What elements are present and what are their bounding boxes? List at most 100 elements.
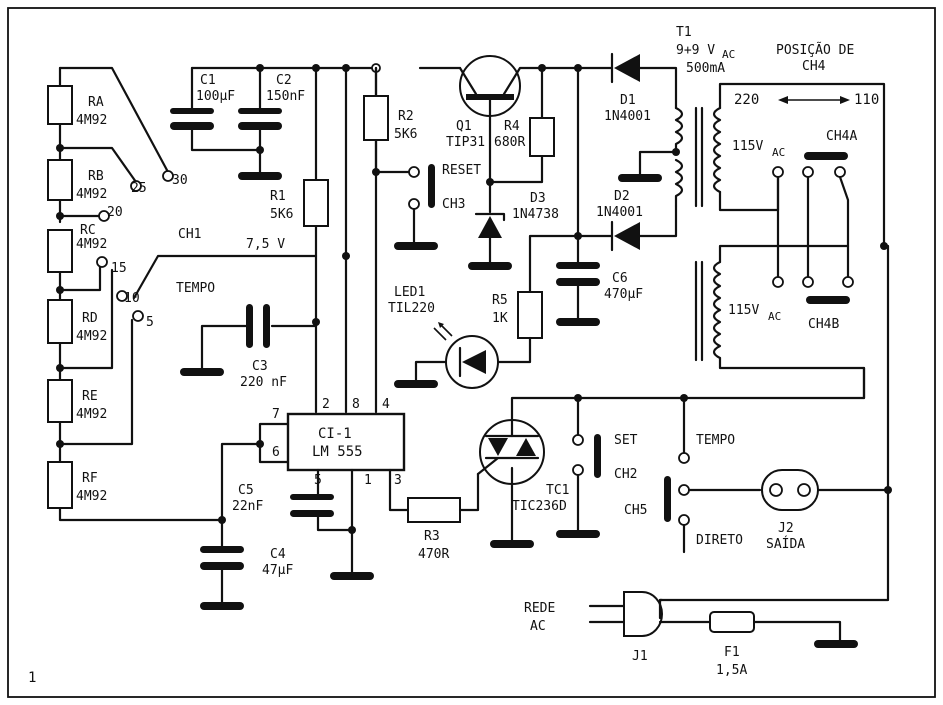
resistor-rb bbox=[47, 159, 73, 201]
resistor-rc bbox=[47, 229, 73, 273]
ch1-name: TEMPO bbox=[176, 281, 215, 296]
ground-ic bbox=[330, 572, 374, 580]
ground-c1 bbox=[238, 172, 282, 180]
diode-d1 bbox=[614, 54, 640, 82]
ch4-title-2: CH4 bbox=[802, 59, 826, 74]
ch3-ref: CH3 bbox=[442, 197, 465, 212]
ground-c4 bbox=[200, 602, 244, 610]
ic-ref: CI-1 bbox=[318, 426, 352, 442]
c2-value: 150nF bbox=[266, 89, 305, 104]
resistor-r2 bbox=[363, 95, 389, 141]
rail-voltage: 7,5 V bbox=[246, 237, 285, 252]
resistor-r1 bbox=[303, 179, 329, 227]
resistor-re bbox=[47, 379, 73, 423]
f1-ref: F1 bbox=[724, 645, 740, 660]
c3-ref: C3 bbox=[252, 359, 268, 374]
c5-ref: C5 bbox=[238, 483, 254, 498]
rb-ref: RB bbox=[88, 169, 104, 184]
r2-ref: R2 bbox=[398, 109, 414, 124]
c1-value: 100µF bbox=[196, 89, 235, 104]
transformer-t1: T1 9+9 V AC 500mA POSIÇÃO DE CH4 220 110… bbox=[618, 25, 888, 400]
c5-value: 22nF bbox=[232, 499, 263, 514]
primary-2-sub: AC bbox=[768, 310, 781, 323]
ch1-pos-15: 15 bbox=[111, 261, 127, 276]
pin-7: 7 bbox=[272, 407, 280, 422]
ch4a-bar bbox=[804, 152, 848, 160]
r3-ref: R3 bbox=[424, 529, 440, 544]
resistor-r4 bbox=[529, 117, 555, 157]
rc-value: 4M92 bbox=[76, 237, 107, 252]
switch-ch1: 30 25 20 15 10 5 CH1 TEMPO 7,5 V bbox=[96, 170, 318, 330]
pin-8: 8 bbox=[352, 397, 360, 412]
j2-ref: J2 bbox=[778, 521, 794, 536]
ground-led bbox=[394, 380, 438, 388]
pin-6: 6 bbox=[272, 445, 280, 460]
primary-2-label: 115V bbox=[728, 303, 759, 318]
ch4b-label: CH4B bbox=[808, 317, 839, 332]
ch3-name: RESET bbox=[442, 163, 481, 178]
ch4a-label: CH4A bbox=[826, 129, 857, 144]
led-indicator: R5 1K LED1 TIL220 bbox=[388, 285, 543, 389]
ch1-pos-20: 20 bbox=[107, 205, 123, 220]
resistor-r5 bbox=[517, 291, 543, 339]
ic-value: LM 555 bbox=[312, 444, 363, 460]
c4-ref: C4 bbox=[270, 547, 286, 562]
ch1-ref: CH1 bbox=[178, 227, 201, 242]
regulator: Q1 TIP31 R4 680R D3 1N4738 bbox=[418, 55, 559, 270]
c6-ref: C6 bbox=[612, 271, 628, 286]
ch2-name: SET bbox=[614, 433, 638, 448]
ch1-pos-30: 30 bbox=[172, 173, 188, 188]
ic-body bbox=[286, 412, 406, 472]
ground-ct bbox=[618, 174, 662, 182]
tc1-value: TIC236D bbox=[512, 499, 567, 514]
pin-2: 2 bbox=[322, 397, 330, 412]
d3-value: 1N4738 bbox=[512, 207, 559, 222]
ic-lm555: CI-1 LM 555 2 8 4 7 6 5 1 3 C5 22nF C4 4… bbox=[200, 66, 480, 610]
r5-ref: R5 bbox=[492, 293, 508, 308]
ch1-pos-5: 5 bbox=[146, 315, 154, 330]
mains-input: REDE AC J1 F1 1,5A bbox=[524, 591, 858, 678]
ch5-ref: CH5 bbox=[624, 503, 647, 518]
t1-ref: T1 bbox=[676, 25, 692, 40]
d3-ref: D3 bbox=[530, 191, 546, 206]
ch1-pos-10: 10 bbox=[124, 291, 140, 306]
ch2-ref: CH2 bbox=[614, 467, 637, 482]
r5-value: 1K bbox=[492, 311, 508, 326]
rd-ref: RD bbox=[82, 311, 98, 326]
rd-value: 4M92 bbox=[76, 329, 107, 344]
ground-ch3 bbox=[394, 242, 438, 250]
mains-label-1: REDE bbox=[524, 601, 555, 616]
t1-current: 500mA bbox=[686, 61, 725, 76]
led1-value: TIL220 bbox=[388, 301, 435, 316]
r1-and-c3: R1 5K6 C3 220 nF bbox=[180, 63, 381, 414]
resistor-r3 bbox=[407, 497, 461, 523]
re-value: 4M92 bbox=[76, 407, 107, 422]
r3-value: 470R bbox=[418, 547, 449, 562]
t1-value: 9+9 V bbox=[676, 43, 715, 58]
plug-j1 bbox=[623, 591, 663, 637]
j2-name: SAÍDA bbox=[766, 536, 805, 552]
pin-3: 3 bbox=[394, 473, 402, 488]
q1-ref: Q1 bbox=[456, 119, 472, 134]
primary-1-label: 115V bbox=[732, 139, 763, 154]
ch5-lever bbox=[664, 476, 671, 522]
ground-mains bbox=[814, 640, 858, 648]
ground-ch2 bbox=[556, 530, 600, 538]
c2-ref: C2 bbox=[276, 73, 292, 88]
d1-ref: D1 bbox=[620, 93, 636, 108]
c3-value: 220 nF bbox=[240, 375, 287, 390]
ground-c3 bbox=[180, 368, 224, 376]
t1-value-sub: AC bbox=[722, 48, 735, 61]
ch5-tempo: TEMPO bbox=[696, 433, 735, 448]
ground-triac bbox=[490, 540, 534, 548]
rf-value: 4M92 bbox=[76, 489, 107, 504]
ch5-direto: DIRETO bbox=[696, 533, 743, 548]
ground-d3 bbox=[468, 262, 512, 270]
frame-mark: 1 bbox=[28, 670, 36, 686]
rc-ref: RC bbox=[80, 223, 96, 238]
mains-label-2: AC bbox=[530, 619, 546, 634]
c6-value: 470µF bbox=[604, 287, 643, 302]
tc1-ref: TC1 bbox=[546, 483, 569, 498]
